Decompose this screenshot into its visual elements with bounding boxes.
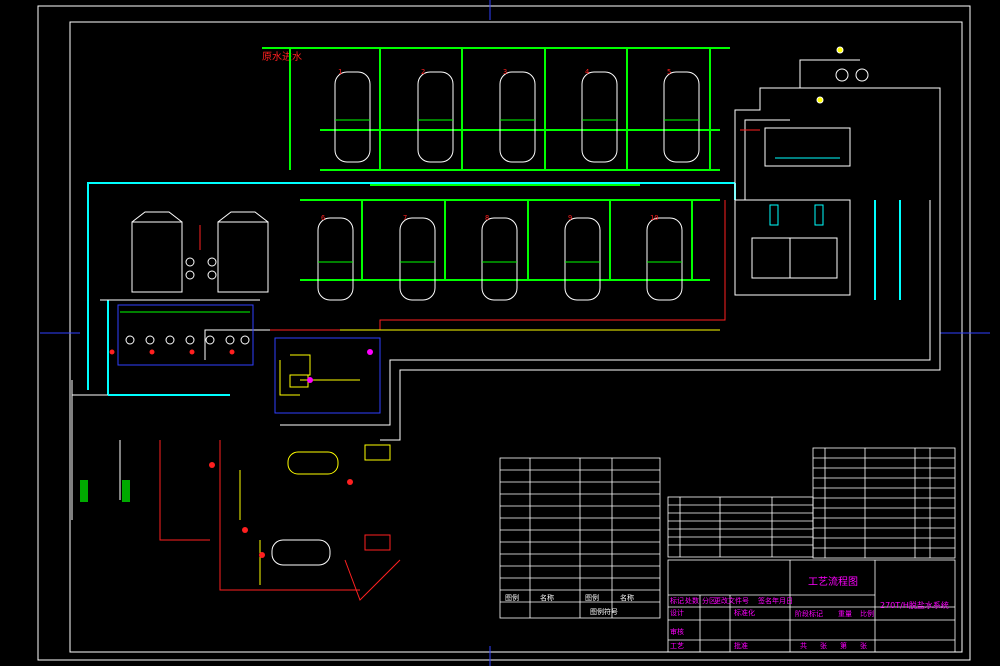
equipment-list [667,447,956,559]
raw-water-label: 原水进水 [262,51,302,63]
svg-text:图例: 图例 [585,593,599,602]
svg-text:重量: 重量 [838,610,852,618]
svg-text:名称: 名称 [620,593,634,602]
drawing-title: 工艺流程图 [808,575,858,588]
svg-text:年月日: 年月日 [772,596,793,605]
svg-text:工艺: 工艺 [670,642,684,650]
tank: 8 [481,214,518,301]
svg-text:分区: 分区 [702,596,716,605]
title-block-labels: 标记 处数 分区 更改文件号 签名 年月日 设计 标准化 审核 工艺 批准 阶段… [670,596,874,650]
tank: 5 [663,68,700,163]
svg-text:8: 8 [485,214,489,222]
svg-text:设计: 设计 [670,608,684,617]
tank: 9 [564,214,601,301]
legend-table [499,457,661,619]
svg-text:阶段标记: 阶段标记 [795,609,823,618]
pump-array [117,304,254,366]
svg-text:1: 1 [338,68,342,76]
tank: 4 [581,68,618,163]
tank-interconnect-pipes [361,48,711,280]
svg-text:2: 2 [421,68,425,76]
level-gauge [122,480,130,502]
svg-text:审核: 审核 [670,627,684,636]
tank: 6 [317,214,354,301]
inner-frame [69,21,963,653]
tank: 1 [334,68,371,163]
white-utility-lines [71,59,941,520]
storage-tanks [131,211,269,293]
svg-text:6: 6 [321,214,325,222]
legend-symbols-label: 图例符号 [590,607,618,616]
top-header-pipes [262,47,730,281]
svg-text:4: 4 [585,68,589,76]
svg-text:批准: 批准 [734,641,748,650]
level-gauge [80,480,88,502]
tank: 7 [399,214,436,301]
svg-text:张: 张 [820,641,827,650]
svg-text:7: 7 [403,214,407,222]
svg-text:处数: 处数 [685,596,699,605]
legend-header: 图例 名称 图例 名称 图例符号 [505,593,634,616]
outer-frame [37,5,971,661]
project-name: 270T/H脱盐水系统 [880,600,949,610]
lower-vessels [271,444,391,566]
yellow-pipes [239,329,720,585]
pump-markers [109,349,235,355]
svg-text:标记: 标记 [670,596,684,605]
upper-tank-row: 1 2 3 4 5 [334,68,700,163]
svg-text:9: 9 [568,214,572,222]
svg-text:共: 共 [800,641,807,650]
svg-text:5: 5 [667,68,671,76]
chemical-skid [764,46,869,167]
lower-instruments [209,462,353,558]
centering-marks [40,0,990,666]
svg-text:名称: 名称 [540,593,554,602]
tank: 10 [646,214,683,301]
svg-text:签名: 签名 [758,596,772,605]
svg-text:张: 张 [860,641,867,650]
svg-text:10: 10 [650,214,658,222]
dosing-unit [274,337,381,414]
svg-text:图例: 图例 [505,593,519,602]
svg-text:比例: 比例 [860,609,874,618]
svg-text:标准化: 标准化 [734,608,755,617]
tank: 2 [417,68,454,163]
svg-text:更改文件号: 更改文件号 [714,596,749,605]
degasifier-section [734,199,851,296]
svg-text:3: 3 [503,68,507,76]
tank: 3 [499,68,536,163]
title-block [667,559,956,653]
svg-text:第: 第 [840,641,847,650]
lower-tank-row: 6 7 8 9 10 [317,214,683,301]
